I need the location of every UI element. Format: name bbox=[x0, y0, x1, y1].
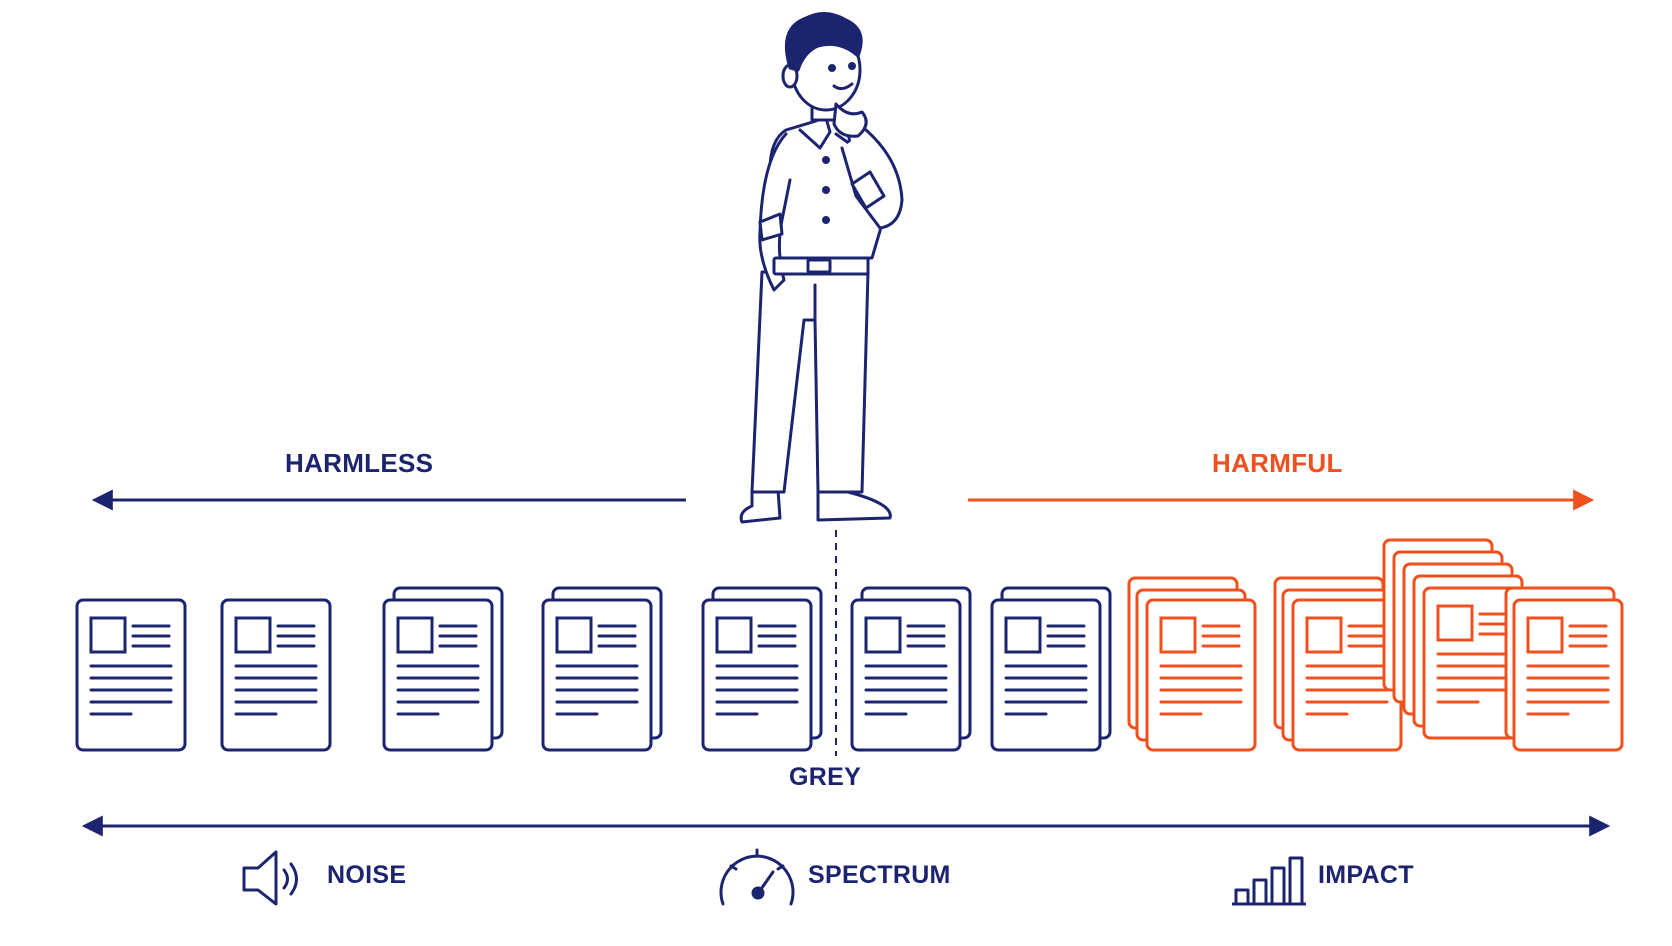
document-stack bbox=[382, 586, 504, 752]
document-stacks bbox=[75, 538, 1624, 752]
document-page bbox=[75, 598, 187, 752]
document-page bbox=[1512, 598, 1624, 752]
document-stack bbox=[850, 586, 972, 752]
document-stack bbox=[1504, 586, 1624, 752]
harmless-label: HARMLESS bbox=[285, 448, 434, 478]
document-image-placeholder bbox=[1159, 616, 1197, 654]
noise-label: NOISE bbox=[327, 861, 407, 889]
document-page bbox=[220, 598, 332, 752]
document-image-placeholder bbox=[1526, 616, 1564, 654]
document-stack bbox=[75, 598, 187, 752]
bar-chart-icon bbox=[1232, 856, 1306, 906]
document-page bbox=[1145, 598, 1257, 752]
document-stack bbox=[990, 586, 1112, 752]
document-image-placeholder bbox=[1305, 616, 1343, 654]
document-image-placeholder bbox=[864, 616, 902, 654]
speaker-icon bbox=[242, 850, 298, 906]
document-page bbox=[541, 598, 653, 752]
spectrum-label: SPECTRUM bbox=[808, 861, 951, 889]
thinking-person-illustration bbox=[739, 12, 904, 524]
gauge-icon bbox=[719, 848, 795, 906]
document-stack bbox=[1127, 576, 1257, 752]
document-stack bbox=[541, 586, 663, 752]
document-page bbox=[850, 598, 962, 752]
document-stack bbox=[701, 586, 823, 752]
document-stack bbox=[1273, 576, 1403, 752]
document-image-placeholder bbox=[396, 616, 434, 654]
harmful-label: HARMFUL bbox=[1212, 448, 1343, 478]
document-image-placeholder bbox=[555, 616, 593, 654]
document-page bbox=[382, 598, 494, 752]
document-image-placeholder bbox=[1004, 616, 1042, 654]
document-image-placeholder bbox=[234, 616, 272, 654]
document-image-placeholder bbox=[715, 616, 753, 654]
document-image-placeholder bbox=[1436, 604, 1474, 642]
document-stack bbox=[220, 598, 332, 752]
impact-label: IMPACT bbox=[1318, 861, 1414, 889]
document-page bbox=[990, 598, 1102, 752]
grey-label: GREY bbox=[789, 763, 862, 791]
document-page bbox=[701, 598, 813, 752]
document-image-placeholder bbox=[89, 616, 127, 654]
